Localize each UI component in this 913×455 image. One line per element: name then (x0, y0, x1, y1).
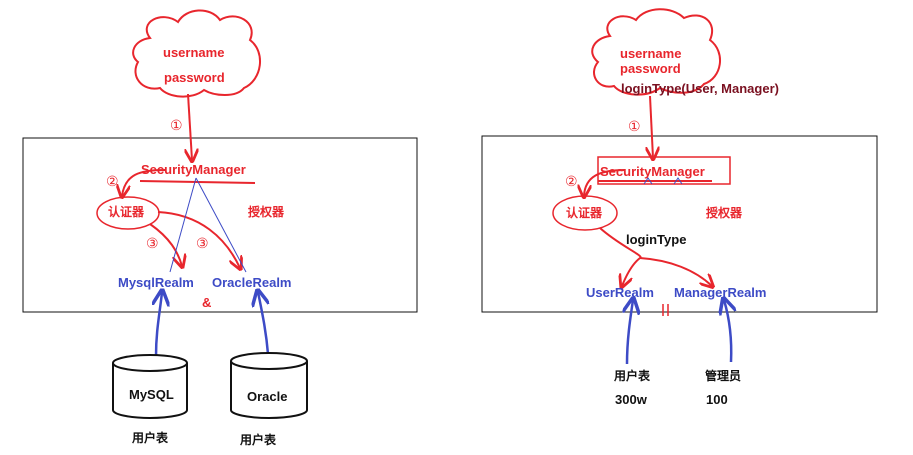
right-authenticator-ellipse (552, 195, 618, 231)
right-cloud-username: username (620, 46, 682, 61)
right-step-2: ② (565, 173, 578, 189)
left-arrow-to-oraclerealm (157, 211, 240, 268)
left-credentials-cloud (132, 9, 262, 98)
right-login-type: loginType (626, 232, 687, 247)
left-authorizer: 授权器 (248, 205, 285, 219)
left-mysql-realm: MysqlRealm (118, 275, 194, 290)
left-line-sm-to-mysqlrealm (169, 177, 197, 273)
mysql-db-caption: 用户表 (132, 431, 169, 445)
left-cloud-password: password (164, 70, 225, 85)
right-users-count: 300w (615, 392, 647, 407)
right-arrow-to-authenticator (584, 169, 626, 196)
right-or-marker (662, 304, 669, 316)
left-system-box (22, 137, 418, 313)
left-arrow-login (188, 93, 192, 160)
left-cloud-username: username (163, 45, 225, 60)
left-step-3a: ③ (146, 235, 159, 251)
left-oracle-realm: OracleRealm (212, 275, 292, 290)
oracle-db-label: Oracle (247, 389, 288, 404)
right-managers-label: 管理员 (705, 369, 742, 383)
right-system-box (481, 135, 878, 313)
right-credentials-cloud (591, 8, 722, 96)
left-security-manager: SecurityManager (141, 162, 246, 177)
right-managers-count: 100 (706, 392, 728, 407)
right-arrow-login (650, 95, 653, 158)
right-cloud-login-type: loginType(User, Manager) (621, 81, 779, 96)
left-and-symbol: & (202, 295, 212, 310)
right-cloud-password: password (620, 61, 681, 76)
left-line-sm-to-oraclerealm (195, 177, 247, 273)
right-authorizer: 授权器 (706, 206, 743, 220)
right-arrow-managers-table (724, 300, 731, 363)
right-user-realm: UserRealm (586, 285, 654, 300)
mysql-db-label: MySQL (129, 387, 174, 402)
right-authenticator: 认证器 (566, 206, 603, 220)
right-sm-triangles (643, 177, 683, 185)
oracle-database-cylinder (230, 352, 308, 419)
left-sm-underline (139, 180, 256, 184)
left-arrow-to-authenticator (122, 169, 166, 196)
right-arrow-users-table (627, 300, 633, 365)
right-security-manager-box (597, 156, 731, 185)
right-manager-realm: ManagerRealm (674, 285, 767, 300)
left-arrow-oracle-db (258, 292, 268, 355)
left-arrow-to-mysqlrealm (149, 223, 182, 266)
right-step-1: ① (628, 118, 641, 134)
left-step-3b: ③ (196, 235, 209, 251)
left-authenticator: 认证器 (108, 205, 145, 219)
right-arrow-to-managerrealm (639, 257, 712, 286)
left-arrow-mysql-db (156, 292, 162, 357)
right-users-table-label: 用户表 (614, 369, 651, 383)
oracle-db-caption: 用户表 (240, 433, 277, 447)
right-security-manager: SecurityManager (600, 164, 705, 179)
mysql-database-cylinder (112, 354, 188, 419)
left-step-1: ① (170, 117, 183, 133)
left-step-2: ② (106, 173, 119, 189)
